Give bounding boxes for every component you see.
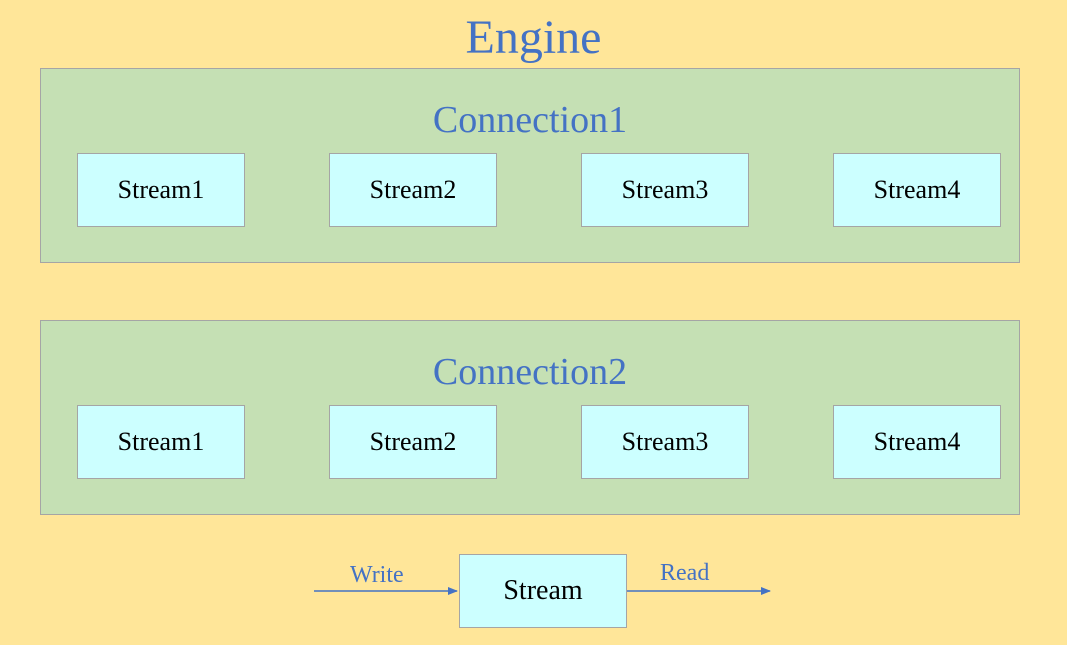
connection-1-stream-3: Stream3 [581, 153, 749, 227]
connection-2-stream-1: Stream1 [77, 405, 245, 479]
legend-stream-box: Stream [459, 554, 627, 628]
connection-1-stream-1: Stream1 [77, 153, 245, 227]
connection-2-stream-4: Stream4 [833, 405, 1001, 479]
connection-2: Connection2 Stream1 Stream2 Stream3 Stre… [40, 320, 1020, 515]
connection-1-title: Connection1 [432, 99, 628, 141]
connection-1-streams: Stream1 Stream2 Stream3 Stream4 [41, 153, 1019, 227]
connection-1: Connection1 Stream1 Stream2 Stream3 Stre… [40, 68, 1020, 263]
connection-1-stream-2: Stream2 [329, 153, 497, 227]
connection-2-stream-3: Stream3 [581, 405, 749, 479]
connection-2-streams: Stream1 Stream2 Stream3 Stream4 [41, 405, 1019, 479]
connection-2-title: Connection2 [432, 351, 628, 393]
connection-2-stream-2: Stream2 [329, 405, 497, 479]
engine-title: Engine [465, 11, 602, 64]
connection-1-stream-4: Stream4 [833, 153, 1001, 227]
write-label: Write [350, 562, 404, 588]
read-label: Read [660, 560, 710, 586]
